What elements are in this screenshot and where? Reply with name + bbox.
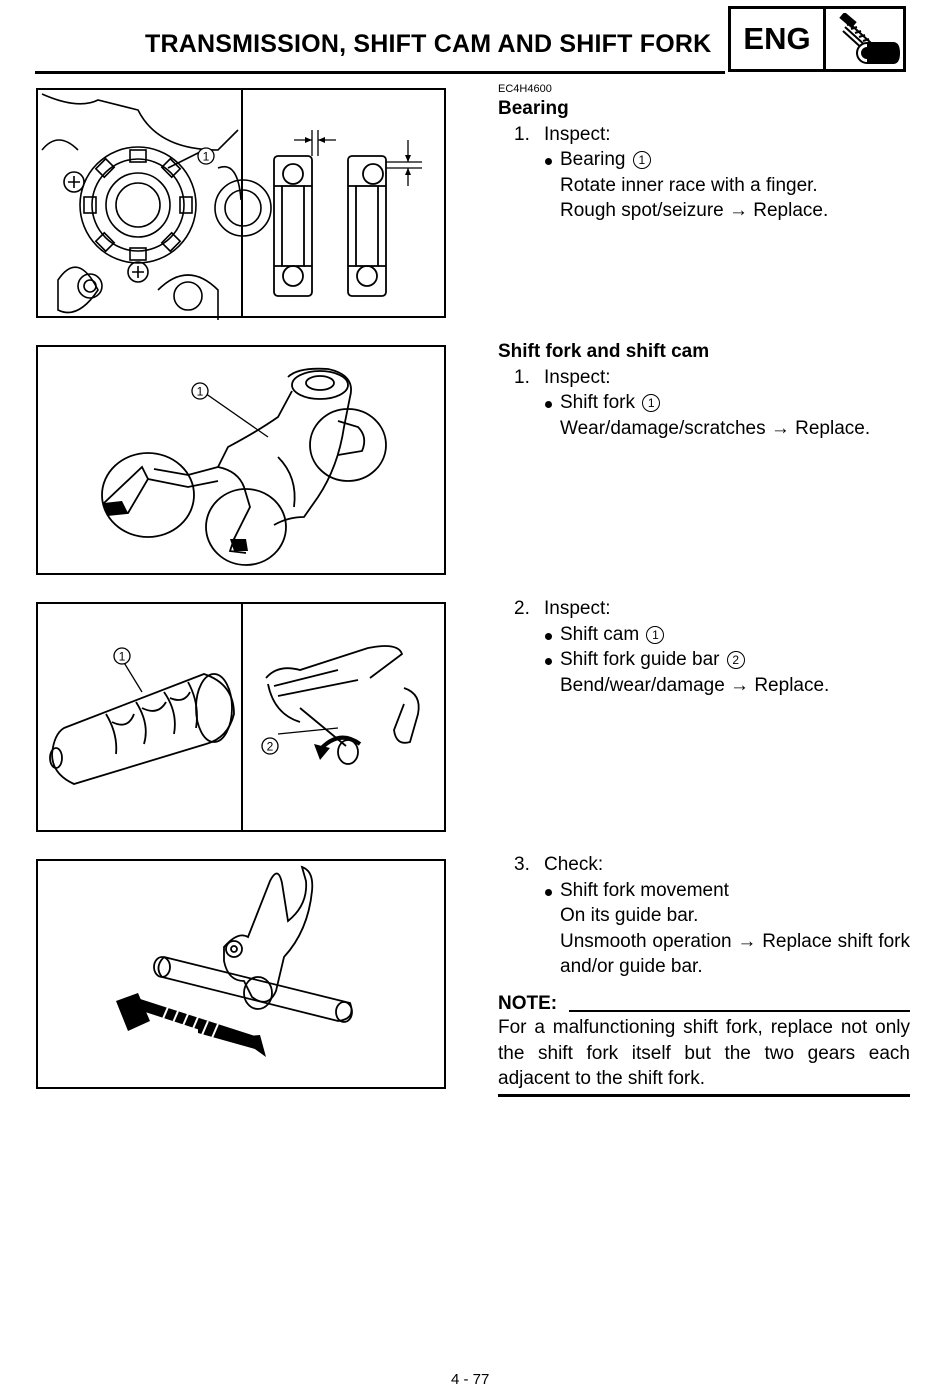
movement-bullet: Shift fork movement [498,878,910,904]
note-box: NOTE: For a malfunctioning shift fork, r… [498,993,910,1092]
ref-circle: 1 [632,151,651,169]
note-bottom-rule [498,1094,910,1097]
figure-shift-cam: 1 2 [36,602,446,832]
bearing-illustration: 1 [41,93,422,320]
figure-fork-movement [36,859,446,1089]
section-badge-label: ENG [731,9,826,69]
ref-circle: 1 [642,394,661,412]
ref-circle: 2 [726,651,745,669]
bearing-line-2: Rough spot/seizure → Replace. [560,200,829,221]
shift-fork-heading: Shift fork and shift cam [498,341,710,362]
ref-circle: 1 [646,625,665,644]
callout-1: 1 [203,150,210,164]
fork-movement-illustration [116,865,353,1057]
shift-cam-line-1: Bend/wear/damage → Replace. [560,674,830,696]
shift-cam-illustration: 1 2 [49,645,420,785]
bearing-line-1: Rotate inner race with a finger. [560,174,818,196]
shift-fork-bullet: Shift fork 1 [498,390,870,416]
shift-cam-step: 2.Inspect: [514,598,611,619]
movement-line-1: On its guide bar. [560,905,699,926]
engine-icon [839,13,901,64]
bearing-step: 1.Inspect: [514,123,611,145]
movement-step: 3.Check: [514,854,604,875]
note-label: NOTE: [498,993,570,1015]
section-code: EC4H4600 [498,83,552,95]
page-number: 4 - 77 [451,1371,490,1388]
callout-1: 1 [119,650,126,664]
shift-fork-illustration: 1 [101,367,387,566]
note-text: For a malfunctioning shift fork, replace… [498,1017,910,1089]
bearing-heading: Bearing [498,98,569,119]
bearing-section: EC4H4600 Bearing 1.Inspect: Bearing 1 Ro… [498,83,828,224]
shift-cam-bullet-2: Shift fork guide bar 2 [498,647,829,673]
movement-section: 3.Check: Shift fork movement On its guid… [498,852,910,980]
bearing-bullet: Bearing 1 [498,147,828,173]
page-title: TRANSMISSION, SHIFT CAM AND SHIFT FORK [145,30,712,58]
shift-fork-step: 1.Inspect: [514,366,611,388]
header-rule [35,71,725,74]
shift-cam-section: 2.Inspect: Shift cam 1 Shift fork guide … [498,596,829,698]
callout-2: 2 [267,740,274,754]
shift-fork-section: Shift fork and shift cam 1.Inspect: Shif… [498,339,870,441]
section-badge: ENG [728,6,906,72]
figure-bearing: 1 [36,88,446,320]
movement-line-2: Unsmooth operation → Replace shift fork … [560,930,910,978]
shift-fork-line-1: Wear/damage/scratches → Replace. [560,417,871,439]
figure-shift-fork: 1 [36,345,446,575]
note-rule [568,1010,910,1012]
shift-cam-bullet-1: Shift cam 1 [498,622,829,648]
callout-1: 1 [197,385,204,399]
